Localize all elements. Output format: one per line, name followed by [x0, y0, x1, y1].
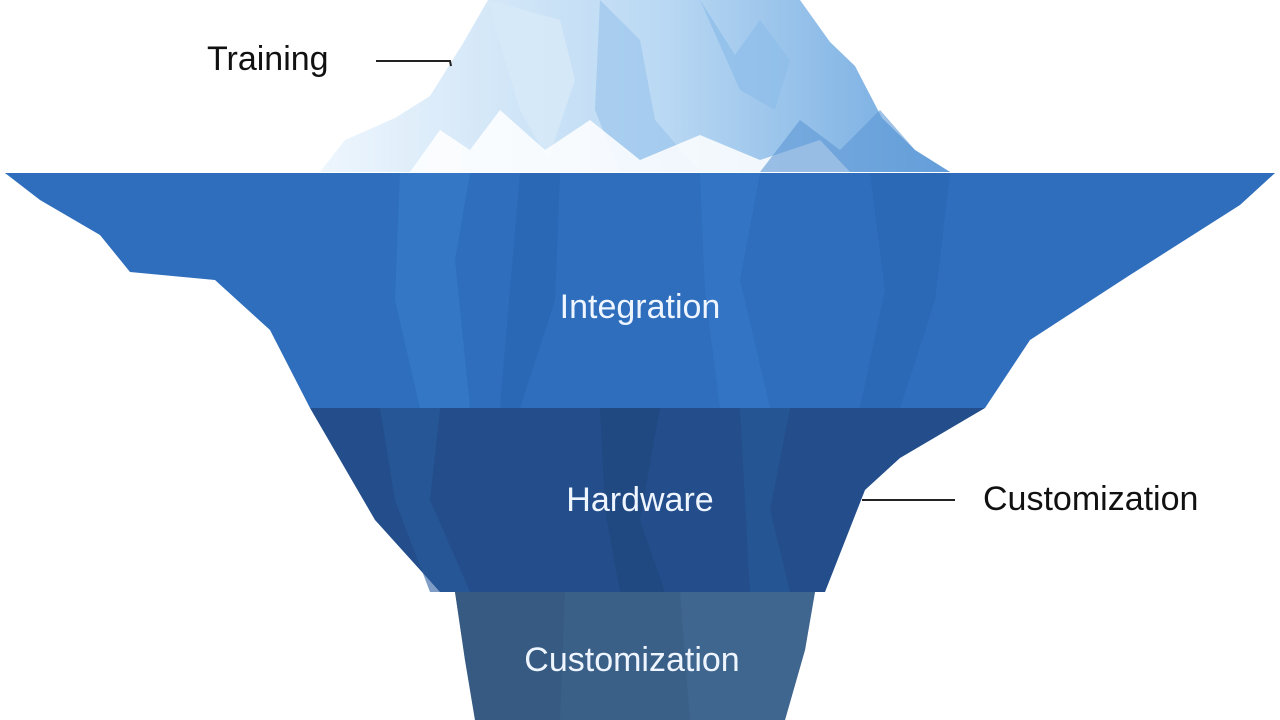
iceberg-layer-integration	[5, 173, 1275, 408]
iceberg-tip	[320, 0, 950, 172]
hardware-layer-label: Hardware	[566, 481, 714, 519]
customization-side-label: Customization	[983, 480, 1199, 518]
customization-layer-label: Customization	[524, 641, 740, 679]
training-label: Training	[207, 40, 329, 78]
integration-layer-label: Integration	[559, 288, 721, 326]
training-leader-line	[376, 60, 452, 67]
iceberg-layer-hardware	[310, 408, 985, 592]
iceberg-layer-customization	[455, 592, 815, 720]
